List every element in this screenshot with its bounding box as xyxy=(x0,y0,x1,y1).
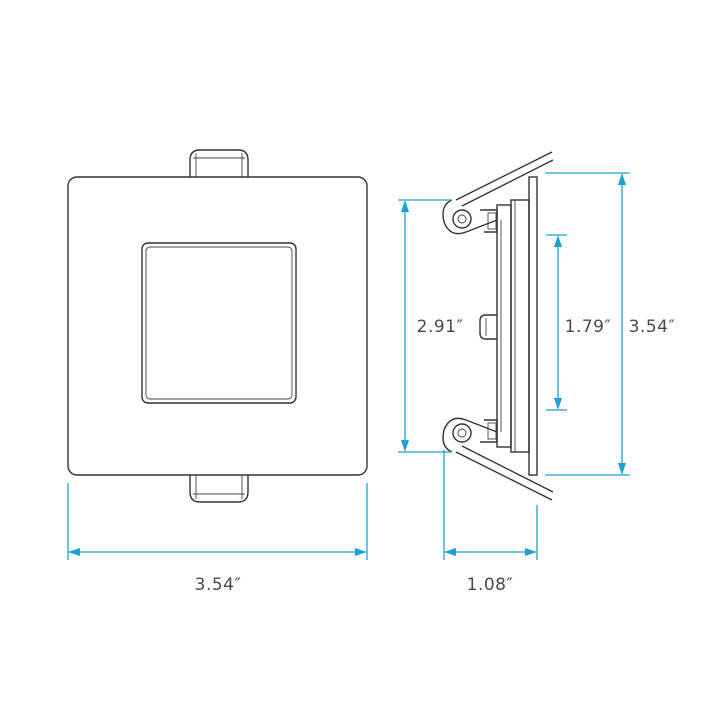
outer-height-dimension xyxy=(545,172,630,476)
front-width-dimension xyxy=(67,483,368,560)
top-mounting-clip xyxy=(189,149,249,177)
bottom-mounting-clip xyxy=(189,475,249,503)
bottom-spring-clip xyxy=(442,417,554,501)
cutout-height-label: 2.91″ xyxy=(417,317,464,337)
depth-dimension xyxy=(443,450,538,560)
side-view xyxy=(442,151,554,501)
outer-height-label: 3.54″ xyxy=(629,317,676,337)
cutout-height-dimension xyxy=(398,199,452,453)
depth-label: 1.08″ xyxy=(467,575,514,595)
inner-lens xyxy=(141,242,297,404)
inner-height-dimension xyxy=(546,234,567,411)
outer-trim xyxy=(67,176,368,476)
front-view xyxy=(67,149,368,503)
front-width-label: 3.54″ xyxy=(195,575,242,595)
inner-height-label: 1.79″ xyxy=(565,317,612,337)
top-spring-clip xyxy=(442,151,554,235)
